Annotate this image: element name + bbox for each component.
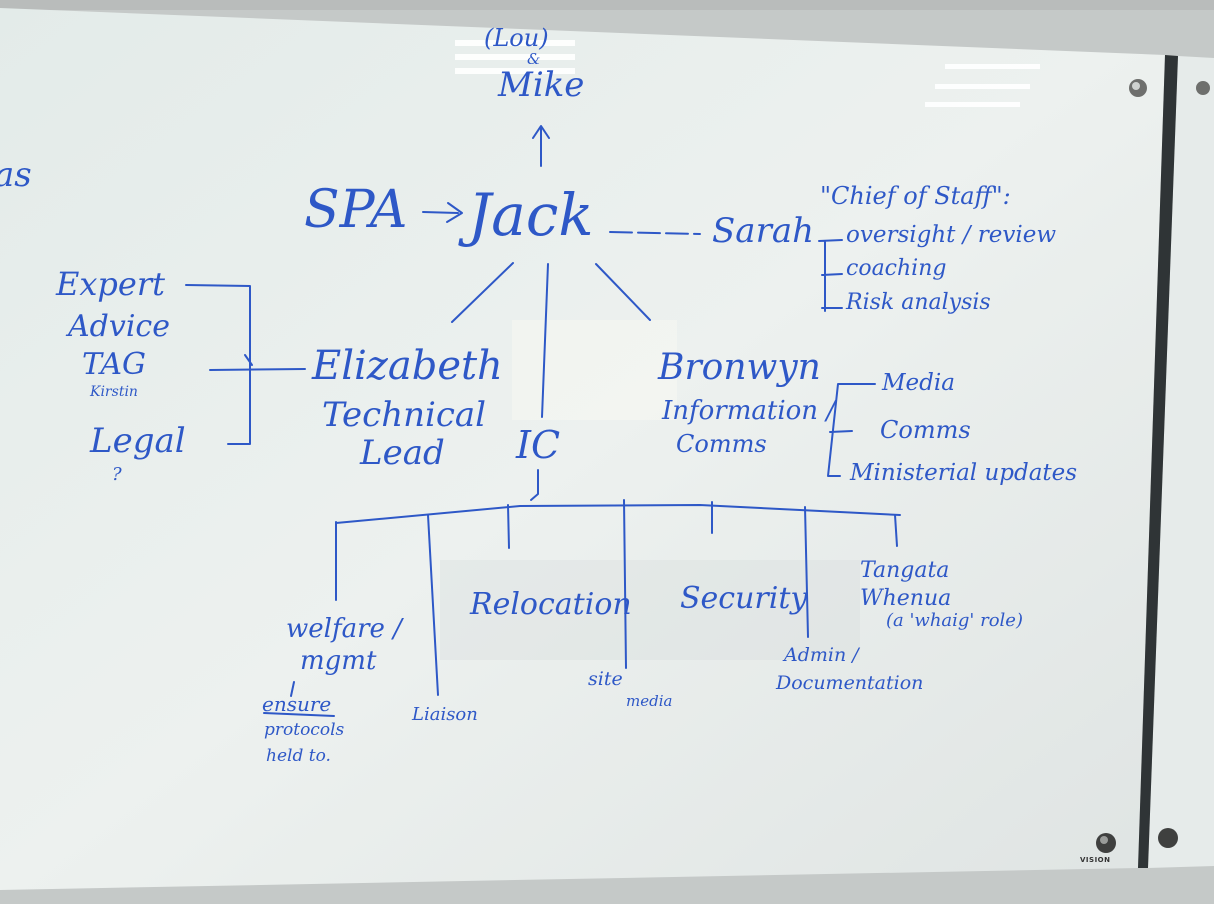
left-item-tag: TAG <box>82 347 146 382</box>
branch-line <box>541 263 549 418</box>
arrow-right <box>422 202 463 223</box>
light-reflection <box>455 40 575 46</box>
whiteboard-panel <box>0 8 1165 890</box>
elizabeth-role-2: Lead <box>360 433 445 473</box>
connector-line <box>244 354 253 366</box>
top-amp: & <box>527 50 541 68</box>
bronwyn-name: Bronwyn <box>658 347 821 388</box>
branch-line <box>507 504 510 549</box>
branch-welfare-2: mgmt <box>300 646 377 676</box>
branch-relocation: Relocation <box>470 587 632 622</box>
branch-line <box>451 262 514 323</box>
branch-line <box>530 469 539 501</box>
elizabeth-name: Elizabeth <box>312 343 503 389</box>
branch-security: Security <box>680 581 808 616</box>
bronwyn-role-2: Comms <box>676 430 767 458</box>
branch-welfare-note-2: protocols <box>264 720 345 740</box>
bracket <box>185 284 251 445</box>
branch-line <box>623 499 627 669</box>
chief-of-staff-title: "Chief of Staff": <box>820 182 1011 210</box>
branch-line <box>595 263 651 321</box>
board-brand-label: VISION <box>1080 856 1111 864</box>
wall-top <box>0 0 1214 10</box>
light-reflection <box>935 84 1030 89</box>
bracket <box>818 239 843 312</box>
ic-label: IC <box>516 423 561 467</box>
room-reflection <box>440 560 860 660</box>
bronwyn-item-ministerial: Ministerial updates <box>850 460 1078 486</box>
branch-welfare-note-1: ensure <box>262 692 332 716</box>
panel-gap <box>1138 55 1178 868</box>
bronwyn-item-media: Media <box>882 370 955 396</box>
elizabeth-role-1: Technical <box>322 395 487 435</box>
top-label: (Lou) <box>484 24 549 52</box>
branch-liaison: Liaison <box>412 704 478 725</box>
left-item-advice: Advice <box>68 309 170 344</box>
branch-line <box>894 514 898 547</box>
cos-item-risk: Risk analysis <box>846 290 991 315</box>
cos-item-coaching: coaching <box>846 256 947 281</box>
spa-label: SPA <box>304 180 408 240</box>
branch-line <box>427 514 439 696</box>
connector-line <box>609 231 701 235</box>
branch-line <box>804 506 809 638</box>
sarah-label: Sarah <box>712 211 814 251</box>
mounting-bolt <box>1100 836 1108 844</box>
branch-welfare-1: welfare / <box>286 614 402 644</box>
mounting-bolt <box>1132 82 1140 90</box>
branch-tangata-1: Tangata <box>860 558 950 583</box>
window-reflection <box>512 320 677 420</box>
side-panel <box>1148 56 1214 868</box>
bracket <box>827 383 876 477</box>
branch-site-media-1: site <box>588 668 623 690</box>
light-reflection <box>455 54 575 60</box>
cos-item-oversight: oversight / review <box>846 222 1057 248</box>
left-item-expert: Expert <box>56 265 165 303</box>
left-item-legal: Legal <box>90 421 186 461</box>
connector-line <box>209 368 306 371</box>
mounting-bolt <box>1196 81 1210 95</box>
bronwyn-role-1: Information / <box>662 396 836 426</box>
left-item-question: ? <box>112 464 122 485</box>
branch-site-media-2: media <box>626 692 673 710</box>
branch-admin-2: Documentation <box>776 672 924 694</box>
mike-label: Mike <box>498 65 585 105</box>
branch-tangata-note: (a 'whaig' role) <box>886 610 1023 631</box>
branch-tangata-2: Whenua <box>860 586 952 611</box>
bronwyn-item-comms: Comms <box>880 416 971 444</box>
left-item-kirstin: Kirstin <box>90 384 138 400</box>
jack-label: Jack <box>468 181 594 249</box>
light-reflection <box>925 102 1020 107</box>
arrow-up <box>532 125 550 167</box>
underline <box>263 712 335 717</box>
branch-welfare-note-3: held to. <box>266 746 331 766</box>
light-reflection <box>945 64 1040 69</box>
light-reflection <box>455 68 575 74</box>
edge-text: as <box>0 155 32 195</box>
mounting-bolt <box>1158 828 1178 848</box>
connector-line <box>290 681 295 697</box>
branch-admin-1: Admin / <box>784 644 859 666</box>
